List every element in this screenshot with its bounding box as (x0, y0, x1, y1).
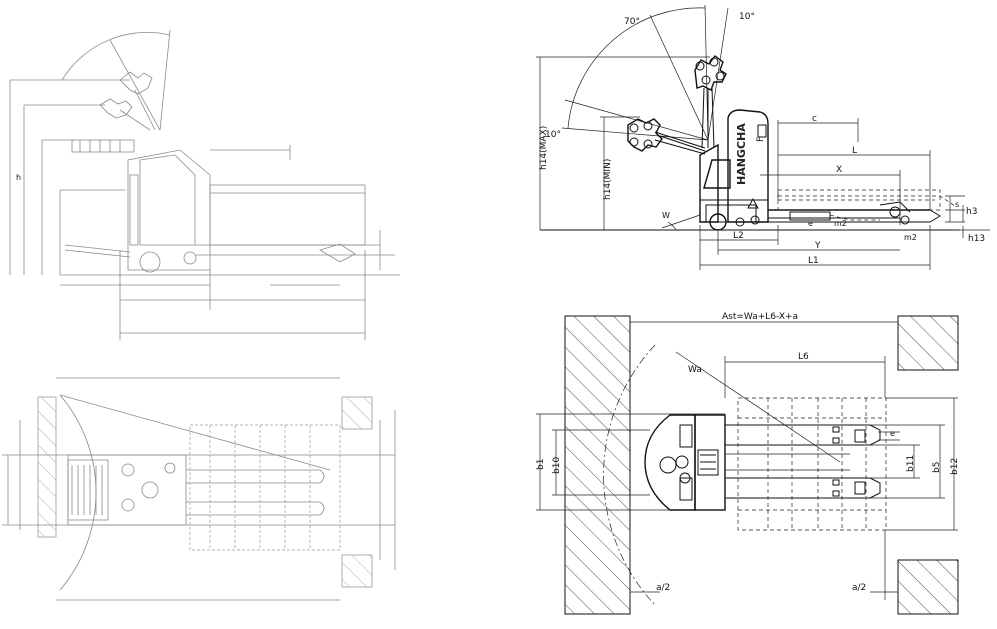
dim-b1: b1 (536, 459, 546, 470)
dim-L1: L1 (808, 256, 819, 266)
dim-c: c (812, 114, 817, 124)
dim-a-half-right: a/2 (852, 583, 866, 593)
dim-e-top: e (890, 429, 895, 438)
dim-Y: Y (814, 241, 821, 251)
dim-L2: L2 (733, 231, 744, 241)
dim-h14-max: h14(MAX) (539, 126, 549, 170)
side-view: h14(MAX) h14(MIN) 70° 10° 10° (536, 4, 990, 270)
dim-h13: h13 (968, 234, 985, 244)
dim-wa: Wa (688, 365, 702, 375)
dim-a-half-left: a/2 (656, 583, 670, 593)
dim-s: s (955, 200, 959, 209)
truck-body: HANGCHA F (699, 109, 769, 231)
dim-h3: h3 (966, 207, 977, 217)
dim-m2: m2 (834, 219, 847, 228)
tiller-upright (694, 55, 727, 149)
dim-L: L (852, 146, 857, 156)
dim-ast: Ast=Wa+L6-X+a (722, 312, 798, 322)
top-view: Ast=Wa+L6-X+a L6 Wa b1 b10 (536, 312, 960, 615)
truck-top (644, 414, 726, 511)
forks-top (725, 424, 881, 499)
dim-b12: b12 (950, 458, 960, 475)
angle-10-top-label: 10° (739, 12, 755, 22)
turning-arc (603, 344, 656, 606)
faded-top-view (2, 377, 396, 601)
dim-b11: b11 (906, 455, 916, 472)
wall-right-bottom (897, 559, 959, 615)
dim-W: W (662, 211, 670, 220)
dim-e: e (808, 219, 813, 228)
tiller-arc (567, 7, 706, 129)
wall-right-top (897, 315, 959, 371)
brand-logo: HANGCHA (735, 123, 748, 185)
tiller-horizontal (627, 118, 706, 155)
angle-70-label: 70° (624, 17, 640, 27)
dim-h14-min: h14(MIN) (603, 159, 613, 200)
dim-X: X (836, 165, 842, 175)
dim-m2-right: m2 (904, 233, 917, 242)
faded-h-label: h (16, 173, 21, 182)
wall-left (564, 315, 631, 615)
dim-b5: b5 (932, 462, 942, 473)
faded-side-view: h (9, 29, 400, 340)
dim-L6: L6 (798, 352, 809, 362)
pallet-outline (737, 397, 887, 531)
angle-10-left-label: 10° (545, 130, 561, 140)
brand-plate: F (756, 137, 766, 142)
dim-b10: b10 (552, 457, 562, 474)
